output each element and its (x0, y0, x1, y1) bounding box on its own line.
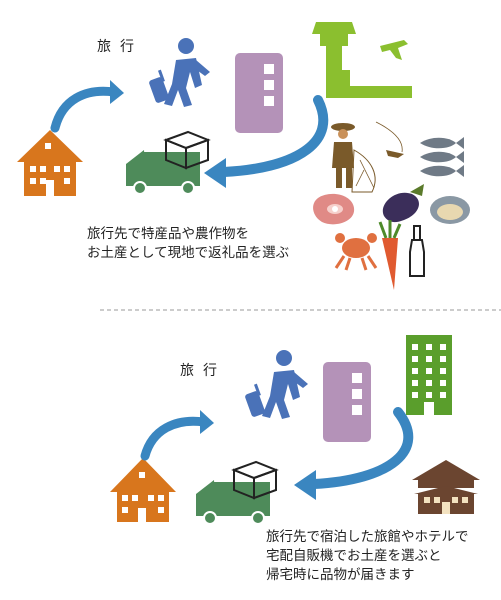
ryokan-icon (412, 460, 480, 514)
airport-tower-icon (312, 22, 412, 98)
caption-line: 旅行先で特産品や農作物を (87, 226, 249, 242)
vending-machine-icon (235, 53, 283, 133)
package-icon (163, 130, 211, 170)
traveler-icon (149, 38, 210, 107)
caption-line: 帰宅時に品物が届きます (266, 567, 415, 583)
delivery-arrow-icon (219, 95, 329, 177)
traveler-icon (245, 350, 308, 419)
crab-icon (334, 233, 378, 271)
house-icon (17, 130, 83, 196)
travel-arrow-icon (140, 416, 209, 461)
delivery-truck-icon (126, 150, 200, 195)
meat-icon (313, 193, 355, 225)
travel-arrow-icon (50, 86, 119, 133)
fish-icon (420, 137, 464, 177)
caption-line: 旅行先で宿泊した旅館やホテルで (266, 529, 469, 545)
eggplant-icon (382, 184, 424, 223)
fisherman-icon (331, 121, 404, 193)
delivery-arrow-icon (309, 407, 414, 489)
hotel-building-icon (406, 335, 452, 415)
oyster-icon (430, 196, 470, 224)
caption-line: 宅配自販機でお土産を選ぶと (266, 548, 442, 564)
delivery-truck-icon (196, 480, 270, 525)
travel-label: 旅行 (180, 363, 226, 379)
carrot-icon (378, 220, 402, 290)
vending-machine-icon (323, 362, 371, 442)
caption-line: お土産として現地で返礼品を選ぶ (87, 245, 290, 261)
package-icon (231, 460, 279, 500)
bottle-icon (409, 225, 425, 277)
travel-label: 旅行 (97, 39, 143, 55)
house-icon (110, 458, 176, 522)
